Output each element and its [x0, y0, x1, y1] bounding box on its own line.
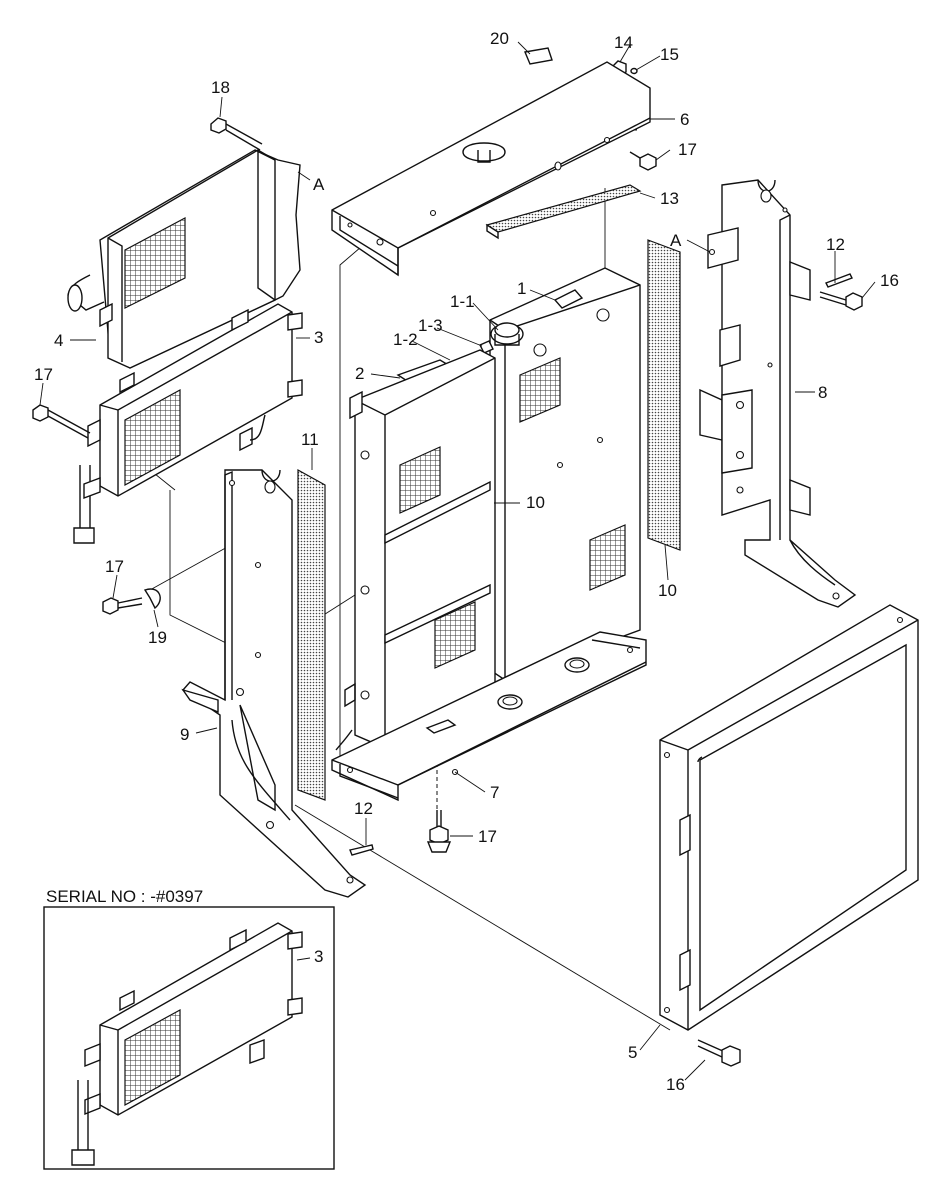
inset-title: SERIAL NO : -#0397 [46, 887, 203, 906]
callout-14: 14 [614, 33, 633, 52]
part-7-base-frame [331, 631, 647, 802]
callout-12a: 12 [826, 235, 845, 254]
serial-inset [43, 906, 335, 1170]
part-9-left-bracket [181, 469, 367, 898]
callout-16a: 16 [880, 271, 899, 290]
callout-labels: 20 14 15 6 17 18 A 13 A 12 16 1 1-1 1-3 … [34, 29, 899, 1094]
front-core-frame [335, 349, 496, 751]
callout-leaders [39, 41, 876, 1081]
part-8-right-bracket [699, 179, 857, 608]
part-16-bolt-bottom [697, 1039, 741, 1067]
part-16-bolt-top [819, 291, 863, 311]
part-12-pin-bottom [349, 844, 374, 856]
callout-16b: 16 [666, 1075, 685, 1094]
callout-2: 2 [355, 364, 364, 383]
callout-17d: 17 [478, 827, 497, 846]
part-17-bolt-bottom [426, 810, 452, 853]
callout-9: 9 [180, 725, 189, 744]
callout-13: 13 [660, 189, 679, 208]
callout-4: 4 [54, 331, 63, 350]
part-10-side-seal-right [647, 239, 681, 551]
callout-1-3: 1-3 [418, 316, 443, 335]
callout-18: 18 [211, 78, 230, 97]
part-20-label-plate [524, 47, 553, 65]
part-12-pin-top [825, 273, 853, 288]
part-4-intercooler [67, 149, 301, 369]
callout-10b: 10 [658, 581, 677, 600]
callout-15: 15 [660, 45, 679, 64]
part-17-bolt-top [629, 151, 657, 171]
callout-19: 19 [148, 628, 167, 647]
callout-10a: 10 [526, 493, 545, 512]
callout-17c: 17 [105, 557, 124, 576]
part-13-seal-strip [485, 184, 642, 240]
callout-3b: 3 [314, 947, 323, 966]
callout-A2: A [670, 231, 682, 250]
part-1-1-radiator-cap [490, 322, 524, 346]
part-19-clip [143, 588, 161, 610]
part-18-bolt [210, 117, 263, 151]
callout-17a: 17 [678, 140, 697, 159]
callout-20: 20 [490, 29, 509, 48]
callout-1: 1 [517, 279, 526, 298]
callout-A1: A [313, 175, 325, 194]
inset-oil-cooler [71, 922, 303, 1166]
callout-5: 5 [628, 1043, 637, 1062]
part-1-3-pin [479, 340, 494, 354]
part-15-pin [630, 67, 638, 75]
part-17-bolt-mid [102, 597, 143, 615]
callout-1-2: 1-2 [393, 330, 418, 349]
part-11-left-seal [297, 468, 326, 801]
part-3-oil-cooler [73, 303, 303, 544]
callout-3a: 3 [314, 328, 323, 347]
callout-7: 7 [490, 783, 499, 802]
callout-8: 8 [818, 383, 827, 402]
callout-1-1: 1-1 [450, 292, 475, 311]
part-5-front-frame [659, 604, 919, 1031]
callout-17b: 17 [34, 365, 53, 384]
callout-11: 11 [301, 430, 319, 449]
callout-12b: 12 [354, 799, 373, 818]
callout-6: 6 [680, 110, 689, 129]
part-6-top-cover [331, 61, 651, 277]
part-17-bolt-left [32, 404, 91, 439]
